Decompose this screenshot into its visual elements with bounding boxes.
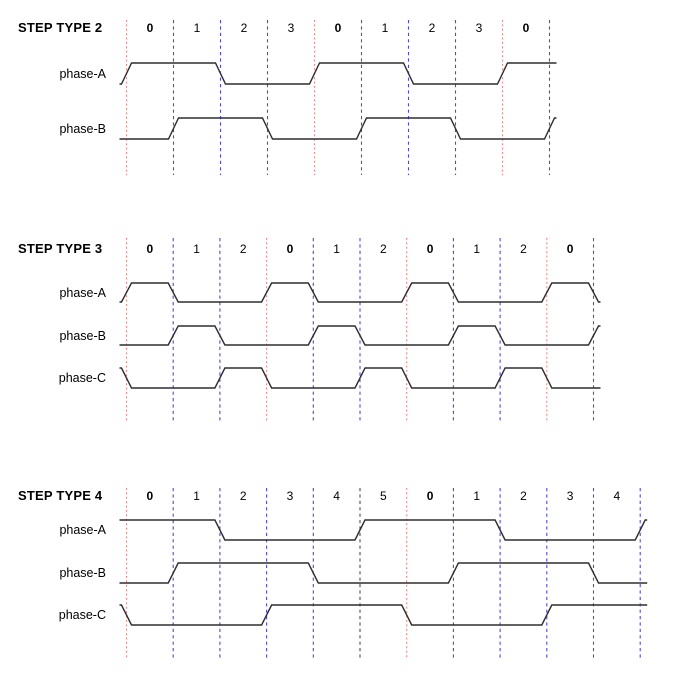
step-number: 0 [567, 242, 574, 256]
phase-b-label: phase-B [59, 566, 106, 580]
phase-waveform [119, 519, 648, 541]
step-number: 0 [427, 489, 434, 503]
step-number: 3 [476, 21, 483, 35]
phase-c-label: phase-C [58, 608, 106, 622]
phase-waveform [119, 562, 648, 584]
phase-waveform [119, 367, 601, 389]
step-number: 1 [473, 242, 480, 256]
phase-c-label: phase-C [58, 371, 106, 385]
step-number: 1 [193, 242, 200, 256]
phase-waveform [119, 282, 601, 303]
step-number: 0 [147, 21, 154, 35]
phase-a-label: phase-A [59, 285, 106, 300]
step-number: 0 [335, 21, 342, 35]
step-number: 3 [567, 489, 574, 503]
phase-a-label: phase-A [59, 66, 106, 81]
phase-waveform [119, 62, 557, 85]
step-number: 0 [427, 242, 434, 256]
step-number: 4 [614, 489, 621, 503]
step-number: 0 [287, 242, 294, 256]
step-number: 1 [193, 489, 200, 503]
step-number: 2 [429, 21, 436, 35]
step-number: 2 [520, 489, 527, 503]
step-number: 1 [382, 21, 389, 35]
step-number: 0 [147, 242, 154, 256]
step-number: 3 [288, 21, 295, 35]
step-number: 2 [520, 242, 527, 256]
step-number: 0 [147, 489, 154, 503]
phase-waveform [119, 604, 648, 626]
step-number: 1 [473, 489, 480, 503]
step-number: 3 [287, 489, 294, 503]
phase-waveform [119, 325, 601, 346]
step-number: 4 [333, 489, 340, 503]
phase-a-label: phase-A [59, 523, 106, 537]
step-number: 2 [240, 489, 247, 503]
step-number: 1 [194, 21, 201, 35]
section-title-step-type-2: STEP TYPE 2 [18, 20, 103, 35]
step-number: 5 [380, 489, 387, 503]
step-number: 1 [333, 242, 340, 256]
section-title-step-type-3: STEP TYPE 3 [18, 241, 103, 256]
phase-waveform [119, 117, 557, 140]
step-number: 0 [523, 21, 530, 35]
phase-b-label: phase-B [59, 121, 106, 136]
phase-b-label: phase-B [59, 328, 106, 343]
step-number: 2 [380, 242, 387, 256]
step-number: 2 [241, 21, 248, 35]
section-title-step-type-4: STEP TYPE 4 [18, 488, 103, 503]
step-number: 2 [240, 242, 247, 256]
